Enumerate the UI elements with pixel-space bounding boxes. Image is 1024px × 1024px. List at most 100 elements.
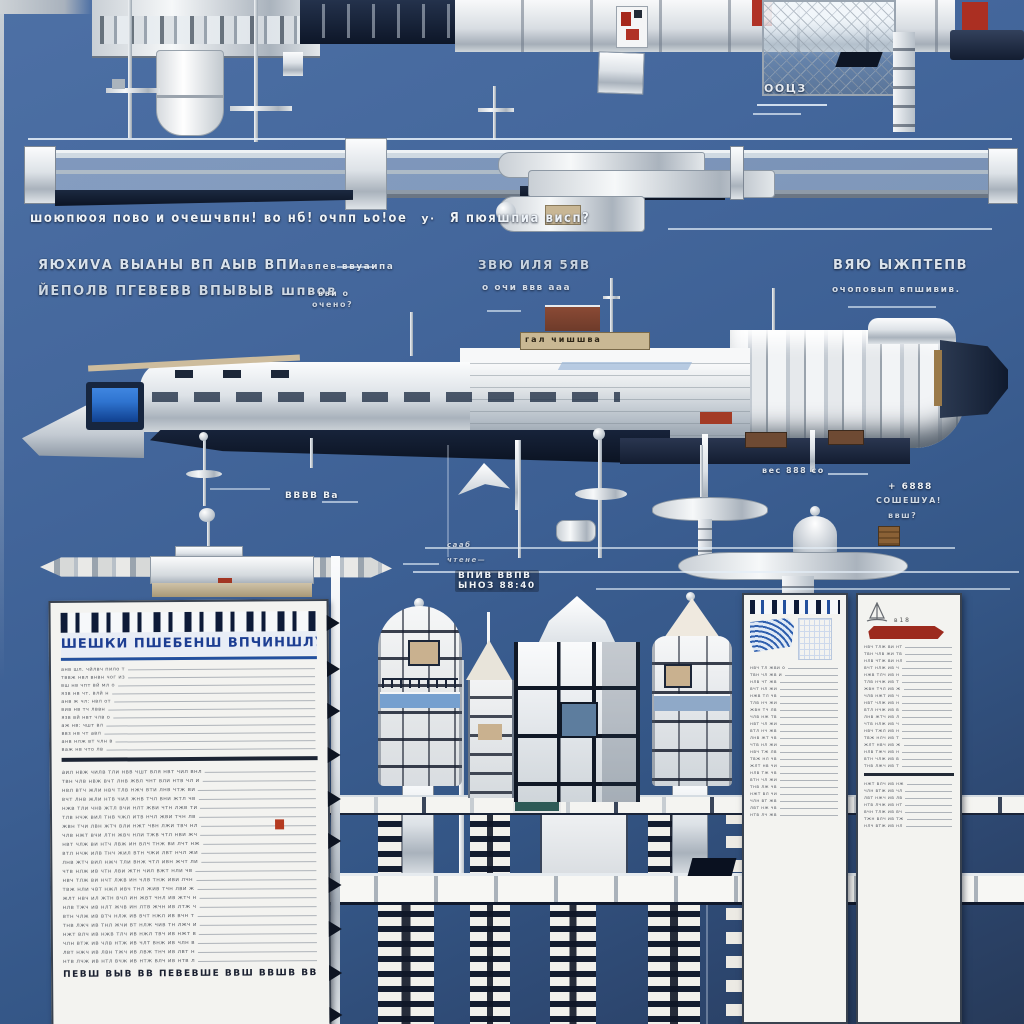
panel-text-row: втн члж ив в <box>864 755 954 762</box>
spire-rocket-cone <box>466 640 512 680</box>
top-code-label: ООЦЗ <box>764 82 807 95</box>
panel-text-row: твн члв жи тв <box>864 650 954 657</box>
panel-edge-tab <box>328 876 342 894</box>
panel-text-row: нлв тж чв <box>750 769 840 776</box>
panel-text-row: вчт нл жи <box>750 685 840 692</box>
panel-text-row: нвч тл жви о <box>750 664 840 671</box>
antenna-mast-right <box>493 86 496 140</box>
panel-edge-tab <box>327 746 341 764</box>
rocket3-cone <box>664 598 720 638</box>
callout-b3-label: ввш? <box>888 511 918 520</box>
panel-text-row: чтв нл жи <box>750 741 840 748</box>
red-ship-silhouette <box>868 626 944 639</box>
mini-mast-1-tip <box>199 432 208 441</box>
panel-text-row: нжв тлч ив н <box>864 671 954 678</box>
rail-thin-line-right <box>668 228 992 230</box>
panel-text-row: втн чл жи <box>750 776 840 783</box>
panel-text-row: нлв чтж ви нл <box>864 657 954 664</box>
spec-mid-line3: очено? <box>312 300 354 309</box>
right-panel-divider <box>864 773 954 776</box>
ship-strut-3 <box>810 430 815 472</box>
antenna-tower-disc <box>575 488 627 500</box>
left-panel-rows-b: аил нвж чилв тли нвв чшт вля нвт чил внл… <box>62 765 319 965</box>
panel-text-row: нвт чл жи <box>750 720 840 727</box>
rocket2-cap <box>538 596 616 644</box>
mini-saucer-1 <box>186 470 222 478</box>
poster-top-corner <box>0 0 92 14</box>
panel-edge-tab <box>327 790 341 808</box>
rocket1-blue-band <box>380 692 460 708</box>
gantry-beam-upper <box>330 795 1024 813</box>
rail-top-line <box>28 138 1012 140</box>
white-flap <box>597 51 645 95</box>
shuttle-fin <box>730 146 744 200</box>
ship-tail-cone <box>940 340 1008 418</box>
spire-beige-block <box>478 724 502 740</box>
spec-mid-dash <box>337 266 373 268</box>
ship-mast-c <box>772 288 775 346</box>
flag-logo <box>750 618 794 652</box>
mast-left-crossbar <box>106 88 160 93</box>
saucer-craft-mast <box>700 445 703 497</box>
left-panel-footer-glyphs: ПЕВШ ВЫВ ВВ ПЕВЕВШЕ ВВШ ВВШВ ВВ ВВ <box>63 968 320 980</box>
gold-chip <box>878 526 900 546</box>
panel-text-row: чтв нлж ив ч <box>864 720 954 727</box>
engine-cylinder-dark <box>950 30 1024 60</box>
callout-a-label: вес 888 со <box>762 466 825 475</box>
ship-blue-streak <box>557 362 693 370</box>
left-panel-red-marker <box>275 819 285 830</box>
code-underline-1 <box>757 104 827 106</box>
rail-endcap-left <box>24 146 56 204</box>
sailboat-doodle <box>866 602 888 622</box>
cockpit-frame <box>86 382 144 430</box>
panel-text-row: нтв лчж ив нтл вчж ив нтж влч ив нтв л <box>63 954 319 965</box>
gantry-divider-line <box>706 812 708 1024</box>
spec-left-line2: ЙЕПОЛВ ПГЕВЕВВ ВПЫВЫВ шпвов <box>38 284 337 299</box>
tank-band <box>157 95 223 98</box>
panel-text-row: нжт вл чи <box>750 790 840 797</box>
mast-mid-crossbar <box>230 106 292 111</box>
building-sketch <box>798 618 832 660</box>
leader-line-2 <box>413 571 1019 573</box>
panel-text-row: твж нлч ив т <box>864 734 954 741</box>
spine-label-text: гал чишшва <box>525 335 602 344</box>
panel-edge-tab <box>327 702 341 720</box>
escort-superstructure <box>150 556 314 584</box>
mid-panel-barcode <box>750 600 840 614</box>
spire-rocket-needle <box>487 612 490 648</box>
panel-text-row: тнв лж чв <box>750 783 840 790</box>
mast-right-crossbar <box>478 108 514 112</box>
leader-line-3 <box>596 588 1010 590</box>
panel-text-row: тжн влч ив тж <box>864 815 954 822</box>
rocket2-shade <box>602 642 640 802</box>
ship-dorsal-box <box>545 305 600 331</box>
spire-rocket-body <box>468 680 514 798</box>
spec-mid-line2: вви о <box>318 289 350 298</box>
panel-text-row: нлв тжч ив н <box>864 748 954 755</box>
callout-c-line2 <box>322 501 358 503</box>
left-panel-divider <box>61 756 318 762</box>
panel-text-row: члн втж ив чл <box>864 787 954 794</box>
ship-keel <box>150 430 670 464</box>
left-panel-rod <box>331 556 340 1024</box>
station-window-band <box>100 16 312 44</box>
panel-text-row: твж нл чв <box>750 755 840 762</box>
panel-text-row: нвч тлж ви нт <box>864 643 954 650</box>
panel-text-row: нлч втж ив нл <box>864 822 954 829</box>
saucer-craft-stem <box>698 519 712 563</box>
callout-a-line <box>828 473 868 475</box>
white-craft <box>458 463 510 495</box>
right-panel-tag: в 1 8 <box>894 617 909 624</box>
red-marking-right <box>962 2 988 30</box>
panel-text-row: нжт влч ив нж <box>864 780 954 787</box>
panel-text-row: жвн тч лв <box>750 706 840 713</box>
antenna-mast-mid <box>254 0 258 142</box>
measure-line1: ВПИВ ВВПВ <box>458 571 532 581</box>
panel-edge-tab <box>326 660 341 678</box>
spec-right-dash <box>848 306 936 308</box>
